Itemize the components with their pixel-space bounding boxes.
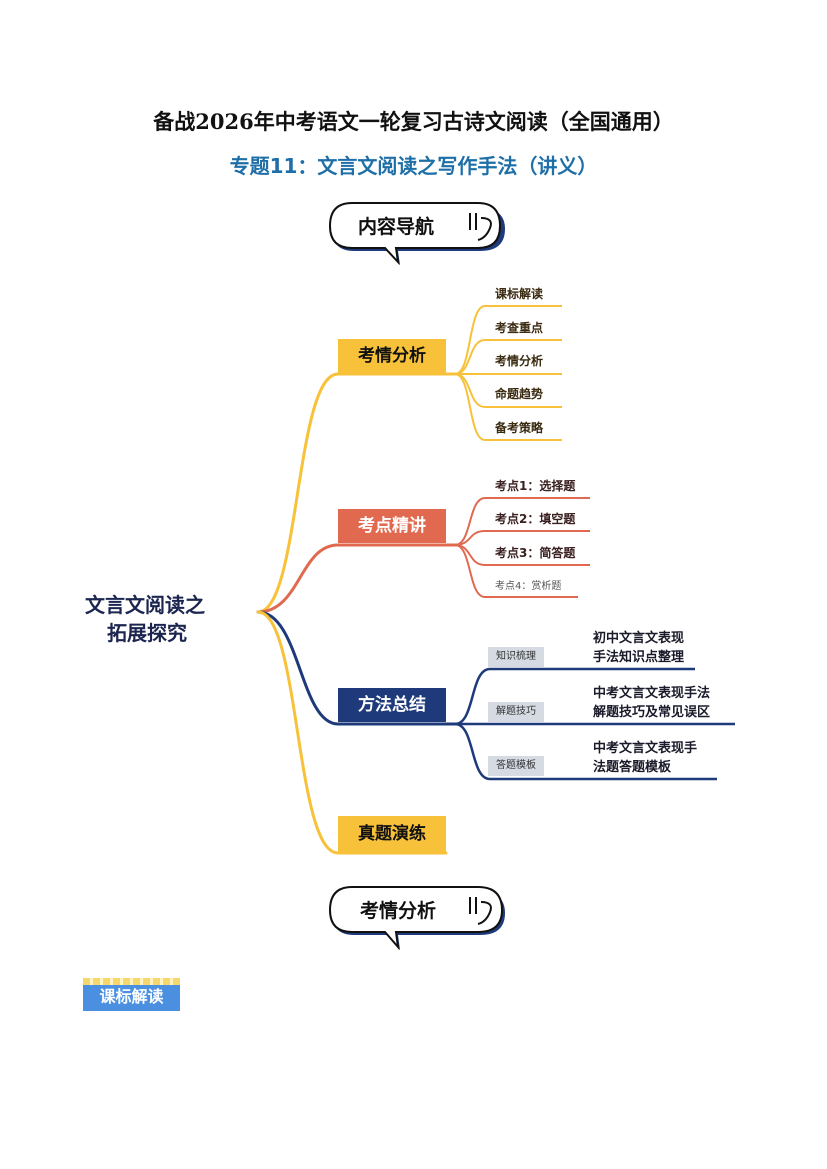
branch-key-points: 考点精讲 [338,509,446,543]
list-item: 备考策略 [495,421,544,435]
section-tag: 课标解读 [83,978,180,1011]
list-item: 考查重点 [495,321,544,335]
list-item: 命题趋势 [495,387,544,401]
list-item: 课标解读 [495,287,544,301]
list-item-text: 中考文言文表现手法题答题模板 [593,741,698,775]
list-item-text: 初中文言文表现手法知识点整理 [593,631,685,665]
mindmap-root-line2: 拓展探究 [107,621,187,645]
mindmap-root-line1: 文言文阅读之 [85,593,205,617]
list-item: 考情分析 [495,354,544,368]
list-item-text: 中考文言文表现手法解题技巧及常见误区 [593,686,711,720]
pencil-doodle-icon [469,213,492,925]
document-title: 备战2026年中考语文一轮复习古诗文阅读（全国通用） [153,109,674,134]
list-item: 考点4：赏析题 [495,581,562,592]
speech-bubble-shape [328,886,505,951]
content-nav-heading: 内容导航 [358,216,435,238]
tag-template: 答题模板 [488,756,544,776]
section-tag-label: 课标解读 [99,987,164,1006]
branch-exam-analysis: 考情分析 [338,339,446,373]
document-subtitle: 专题11：文言文阅读之写作手法（讲义） [229,154,598,178]
tag-knowledge: 知识梳理 [488,647,544,667]
list-item: 考点3：简答题 [495,546,576,560]
tag-technique: 解题技巧 [488,702,544,722]
list-item: 考点1：选择题 [495,479,576,493]
list-item: 考点2：填空题 [495,512,576,526]
branch-real-exam-practice: 真题演练 [338,816,446,853]
branch-method-summary: 方法总结 [338,688,446,722]
speech-bubble-shape [328,202,505,266]
section-heading: 考情分析 [360,900,437,922]
